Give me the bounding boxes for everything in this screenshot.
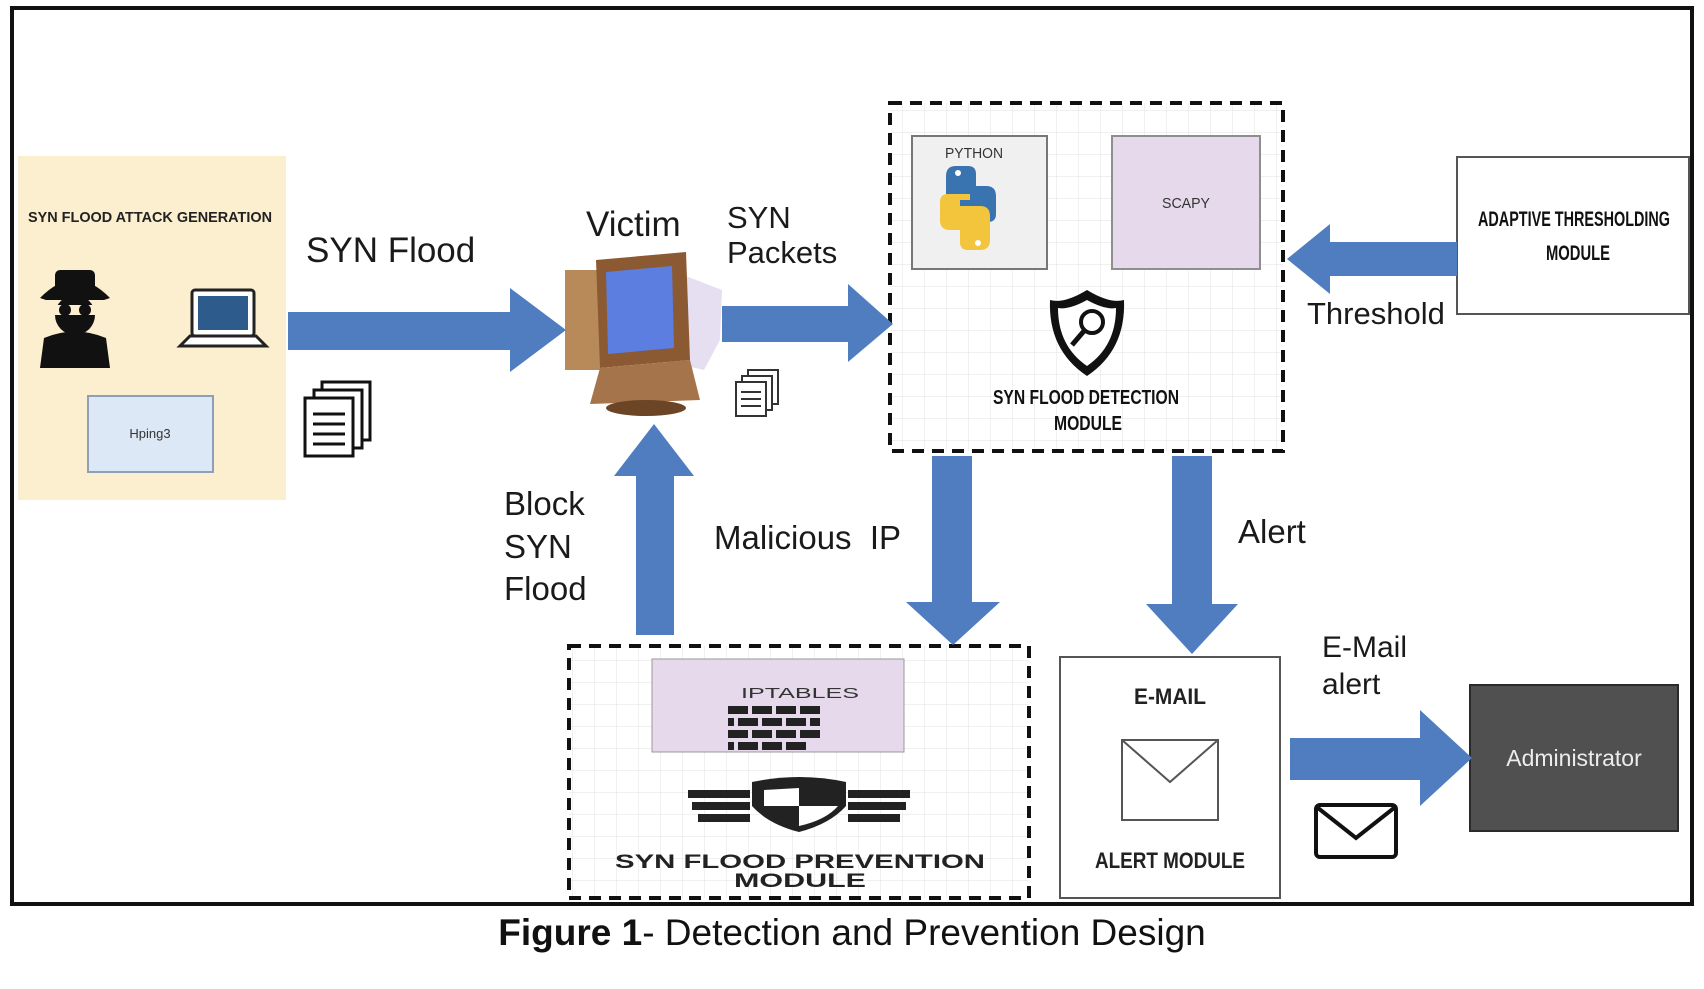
winged-shield-icon bbox=[688, 777, 910, 832]
adaptive-module-box bbox=[1456, 156, 1690, 315]
iptables-box bbox=[651, 658, 905, 753]
arrow-block-syn-flood bbox=[614, 424, 694, 635]
arrow-alert bbox=[1146, 456, 1238, 654]
arrow-malicious-ip bbox=[906, 456, 1000, 645]
syn-flood-label: SYN Flood bbox=[306, 231, 475, 270]
victim-label: Victim bbox=[586, 205, 681, 244]
iptables-label: IPTABLES bbox=[741, 685, 859, 702]
block-label-line2: SYN bbox=[504, 528, 572, 565]
scapy-box bbox=[1111, 135, 1261, 270]
attack-module-title: SYN FLOOD ATTACK GENERATION bbox=[28, 209, 272, 226]
arrow-threshold bbox=[1287, 224, 1457, 294]
hping3-box bbox=[87, 395, 214, 473]
syn-packets-label-line1: SYN bbox=[727, 200, 791, 235]
small-envelope-icon bbox=[1314, 803, 1398, 859]
block-label-line3: Flood bbox=[504, 570, 587, 607]
arrow-syn-flood bbox=[288, 288, 566, 372]
hping3-label: Hping3 bbox=[129, 426, 170, 441]
shield-magnifier-icon bbox=[1049, 290, 1125, 376]
python-label: PYTHON bbox=[945, 145, 1003, 162]
email-alert-label-line1: E-Mail bbox=[1322, 631, 1407, 664]
laptop-icon bbox=[176, 288, 270, 348]
hacker-icon bbox=[40, 270, 110, 368]
figure-caption: Figure 1- Detection and Prevention Desig… bbox=[0, 912, 1704, 954]
python-logo-icon bbox=[940, 166, 996, 250]
scapy-label: SCAPY bbox=[1162, 195, 1210, 212]
detection-module-title-line1: SYN FLOOD DETECTION bbox=[993, 387, 1179, 409]
email-label: E-MAIL bbox=[1134, 684, 1206, 709]
packet-stack-icon bbox=[303, 380, 372, 458]
syn-packets-label-line2: Packets bbox=[727, 235, 837, 270]
detection-module-title-line2: MODULE bbox=[1054, 413, 1122, 435]
adaptive-module-title-line1: ADAPTIVE THRESHOLDING bbox=[1478, 208, 1670, 231]
prevention-module-title-line2: MODULE bbox=[734, 871, 866, 892]
block-label-line1: Block bbox=[504, 485, 585, 522]
arrow-email-alert bbox=[1290, 710, 1472, 806]
arrow-syn-packets bbox=[722, 284, 893, 362]
alert-label: Alert bbox=[1238, 513, 1306, 550]
adaptive-module-title-line2: MODULE bbox=[1546, 242, 1610, 265]
packet-stack-small-icon bbox=[735, 369, 779, 417]
administrator-label: Administrator bbox=[1506, 745, 1642, 771]
malicious-ip-label: Malicious IP bbox=[714, 519, 901, 556]
firewall-wall-icon bbox=[728, 706, 820, 750]
threshold-label: Threshold bbox=[1307, 296, 1445, 331]
email-alert-label-line2: alert bbox=[1322, 668, 1381, 701]
caption-text: - Detection and Prevention Design bbox=[642, 912, 1206, 953]
envelope-icon bbox=[1121, 739, 1219, 821]
prevention-module-title-line1: SYN FLOOD PREVENTION bbox=[615, 852, 985, 873]
caption-bold: Figure 1 bbox=[498, 912, 643, 953]
victim-computer-icon bbox=[565, 252, 722, 416]
alert-module-title: ALERT MODULE bbox=[1095, 848, 1245, 873]
